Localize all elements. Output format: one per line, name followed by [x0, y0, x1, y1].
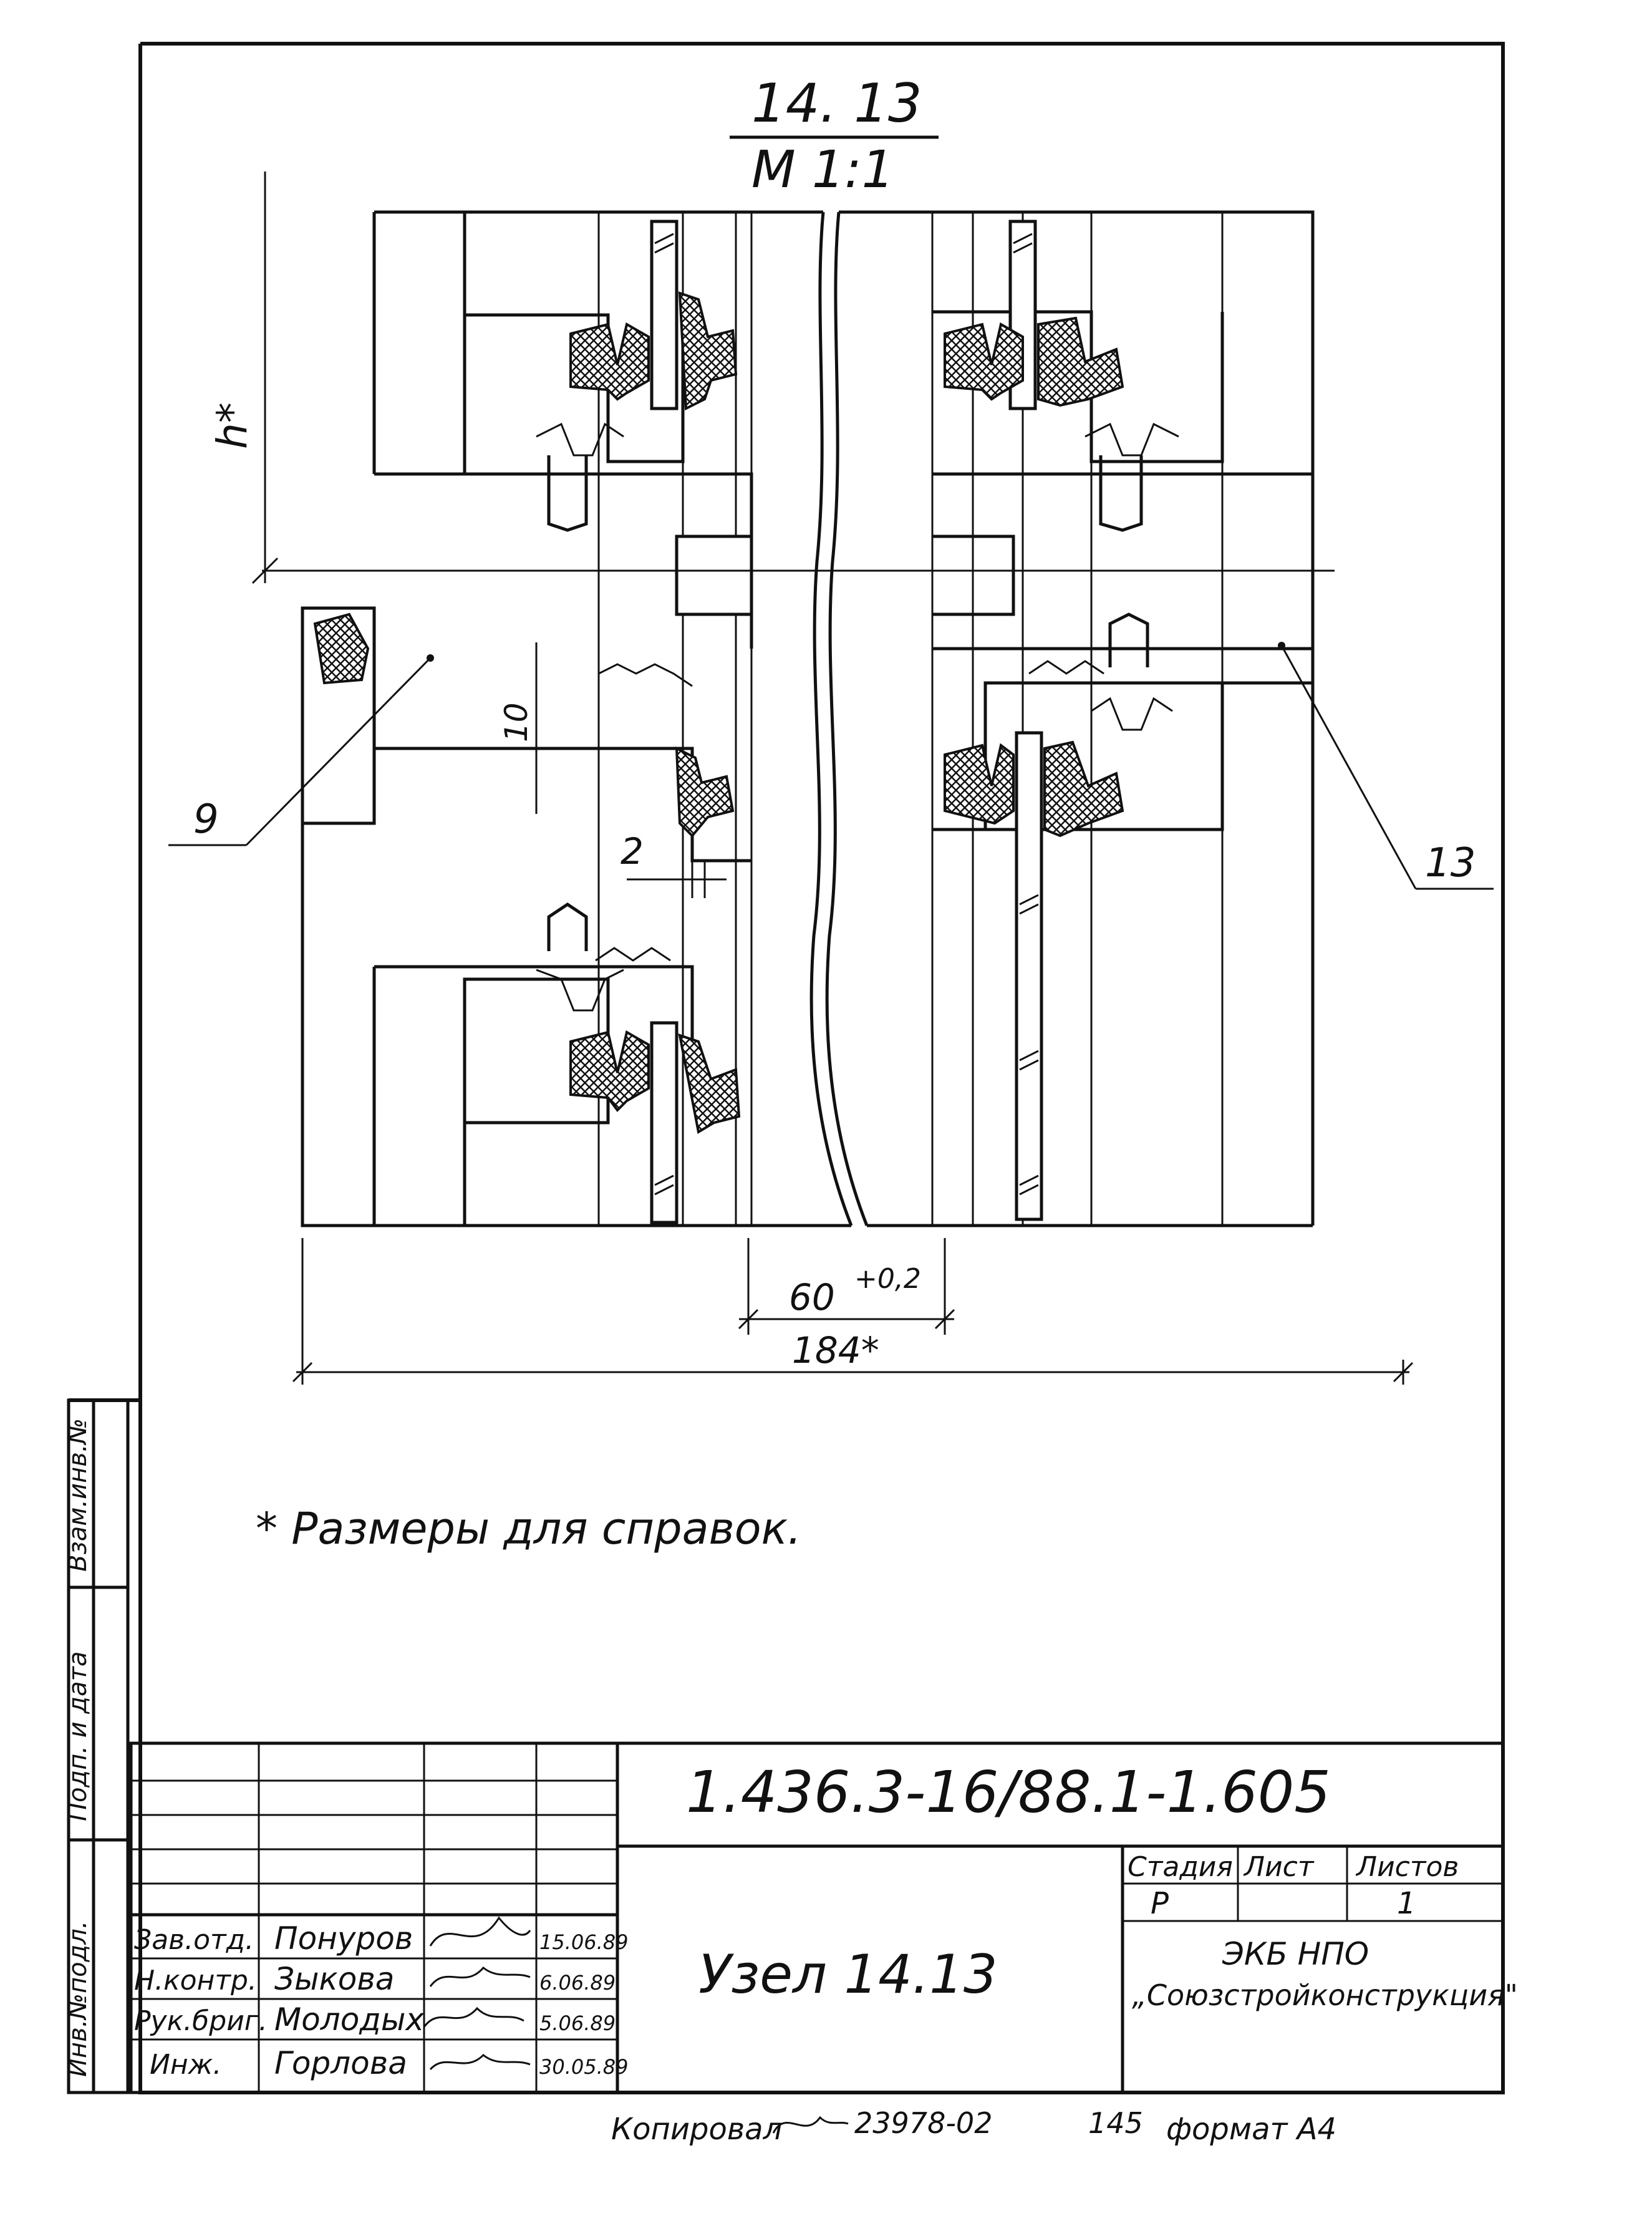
- left-lower-frame: [374, 902, 741, 1224]
- callout-13: 13: [1425, 840, 1476, 886]
- footer-format: формат А4: [1166, 2112, 1336, 2147]
- right-middle-frame: [932, 535, 1315, 1221]
- footer-sheet-code: 145: [1088, 2106, 1143, 2140]
- drawing-title: Узел 14.13: [698, 1943, 998, 2006]
- dimensions: h* 10 2 60 +0,2 184* 9 13: [168, 172, 1494, 1385]
- dim-10: 10: [498, 702, 534, 742]
- node-number: 14. 13: [751, 72, 922, 135]
- sheets-header: Листов: [1355, 1851, 1459, 1883]
- callout-9: 9: [193, 796, 219, 843]
- glass-marks: [654, 233, 1039, 1196]
- center-tongue: [675, 535, 753, 616]
- right-panel-outline: [839, 210, 1315, 1227]
- copier-signature: [772, 2116, 849, 2134]
- footer-copied: Копировал: [611, 2112, 782, 2147]
- drawing-header: 14. 13 М 1:1: [730, 72, 939, 200]
- section-drawing: [301, 210, 1315, 1227]
- sig-date-2: 6.06.89: [539, 1971, 616, 1995]
- sheet-header: Лист: [1243, 1851, 1315, 1883]
- sig-date-3: 5.06.89: [539, 2011, 616, 2035]
- dim-184: 184*: [792, 1329, 879, 1372]
- sig-role-3: Рук.бриг.: [134, 2005, 268, 2037]
- footer-order: 23978-02: [854, 2106, 992, 2140]
- left-middle-seal: [313, 612, 735, 838]
- sig-role-4: Инж.: [150, 2049, 221, 2081]
- stamp-replace-label: Взам.инв.№: [64, 1418, 92, 1572]
- signature-mark-4: [429, 2053, 531, 2071]
- footer: Копировал 23978-02 145 формат А4: [611, 2106, 1336, 2147]
- dim-60-tolerance: +0,2: [854, 1263, 921, 1295]
- sig-name-4: Горлова: [274, 2045, 407, 2081]
- break-line-left: [809, 211, 853, 1226]
- sig-date-1: 15.06.89: [539, 1930, 629, 1954]
- stamp-sign-label: Подп. и дата: [64, 1652, 92, 1821]
- break-line-right: [825, 211, 869, 1226]
- dim-60: 60: [789, 1276, 835, 1318]
- sig-name-2: Зыкова: [274, 1961, 394, 1997]
- signature-mark-3: [423, 2006, 524, 2028]
- designation: 1.436.3-16/88.1-1.605: [686, 1759, 1331, 1826]
- side-stamp: Инв.№подл. Подп. и дата Взам.инв.№: [64, 1398, 130, 2094]
- sig-role-1: Зав.отд.: [134, 1924, 254, 1956]
- dim-h-star: h*: [208, 402, 256, 449]
- organization-line1: ЭКБ НПО: [1222, 1936, 1369, 1972]
- stage-header: Стадия: [1128, 1851, 1233, 1883]
- dim-2: 2: [621, 830, 644, 873]
- sig-name-3: Молодых: [274, 2001, 424, 2038]
- signature-mark-1: [429, 1916, 531, 1947]
- right-upper-frame: [932, 220, 1313, 532]
- reference-note: * Размеры для справок.: [256, 1503, 801, 1554]
- title-block: 1.436.3-16/88.1-1.605 Узел 14.13 Стадия …: [129, 1741, 1518, 2094]
- scale-label: М 1:1: [751, 140, 894, 200]
- sig-name-1: Понуров: [274, 1920, 413, 1957]
- signature-mark-2: [429, 1966, 531, 1987]
- sig-date-4: 30.05.89: [539, 2055, 629, 2079]
- stamp-inv-label: Инв.№подл.: [64, 1920, 92, 2077]
- sheets-value: 1: [1397, 1886, 1416, 1921]
- sig-role-2: Н.контр.: [134, 1965, 257, 1996]
- stage-value: Р: [1151, 1886, 1169, 1921]
- organization-line2: „Союзстройконструкция": [1132, 1978, 1518, 2012]
